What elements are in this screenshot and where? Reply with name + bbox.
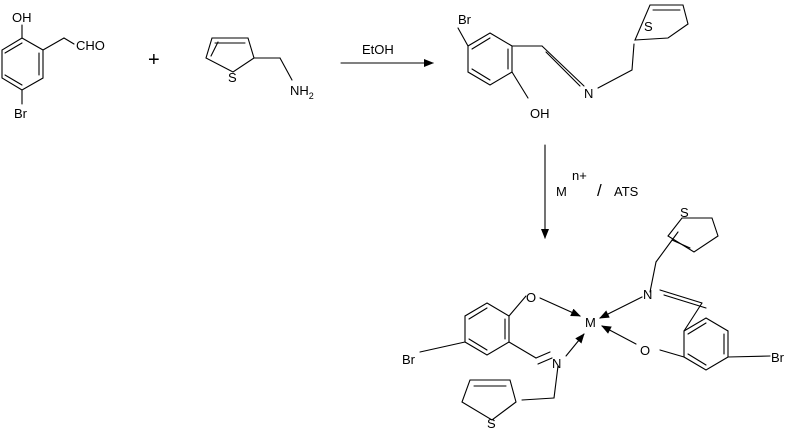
- plus-sign: +: [148, 49, 160, 71]
- coordination-bond: [599, 296, 643, 319]
- aldehyde-label: CHO: [76, 38, 105, 53]
- bromo-right-label: Br: [771, 350, 785, 365]
- slash-separator: /: [597, 181, 602, 200]
- sulfur-label: S: [228, 70, 237, 85]
- nitrogen-left-label: N: [552, 356, 561, 371]
- reactant-thiophenemethanamine: S NH2: [205, 37, 314, 101]
- solvent-label: EtOH: [362, 42, 394, 57]
- imine-nitrogen-label: N: [584, 86, 593, 101]
- template-reagent-label: ATS: [614, 184, 639, 199]
- metal-complex: M O O N N Br Br S S: [402, 205, 785, 431]
- metal-ion-label: M: [556, 184, 567, 199]
- coordination-bond: [539, 297, 581, 317]
- nitrogen-right-label: N: [643, 287, 652, 302]
- reactant-bromosalicylaldehyde: OH CHO Br: [1, 10, 105, 121]
- schiff-base-ligand: Br OH N S: [457, 4, 689, 121]
- coordination-bond: [601, 325, 637, 345]
- coordination-bond: [565, 333, 585, 357]
- bromo-label: Br: [14, 106, 28, 121]
- bromo-left-label: Br: [402, 352, 416, 367]
- sulfur-label: S: [644, 19, 653, 34]
- sulfur-bottom-label: S: [487, 416, 496, 431]
- sulfur-top-label: S: [680, 205, 689, 220]
- metal-center-label: M: [585, 315, 596, 330]
- oxygen-right-label: O: [640, 343, 650, 358]
- oxygen-left-label: O: [526, 290, 536, 305]
- charge-label: n+: [572, 168, 587, 183]
- bromo-label: Br: [458, 12, 472, 27]
- hydroxyl-label: OH: [530, 106, 550, 121]
- hydroxyl-label: OH: [12, 10, 32, 25]
- amine-label: NH2: [290, 83, 314, 101]
